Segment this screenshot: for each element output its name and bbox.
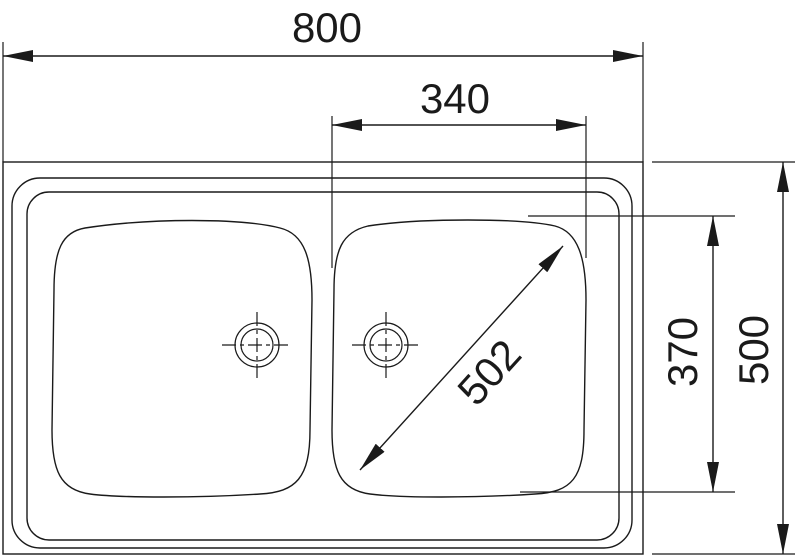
dimension-overall-depth: 500: [730, 162, 789, 554]
dimension-overall-width: 800: [3, 4, 643, 62]
overall-depth-label: 500: [730, 315, 777, 385]
drain-icon: [352, 312, 420, 378]
sink-outer-frame: [2, 161, 644, 555]
overall-width-label: 800: [292, 4, 362, 51]
left-bowl-outline: [51, 219, 313, 498]
sink-rim: [11, 177, 633, 549]
bowl-width-label: 340: [420, 75, 490, 122]
extension-lines: [2, 42, 795, 555]
right-bowl-outline: [331, 219, 587, 498]
right-bowl: [331, 219, 587, 498]
bowl-depth-label: 370: [659, 317, 706, 387]
left-bowl: [51, 219, 313, 498]
bowl-diagonal-label: 502: [448, 331, 530, 415]
dimension-bowl-depth: 370: [659, 216, 719, 492]
sink-outline: [2, 161, 644, 555]
drain-icon: [222, 312, 292, 378]
dimension-bowl-diagonal: 502: [359, 245, 564, 471]
dimension-bowl-width: 340: [332, 75, 586, 131]
sink-inner-rim: [26, 191, 620, 541]
